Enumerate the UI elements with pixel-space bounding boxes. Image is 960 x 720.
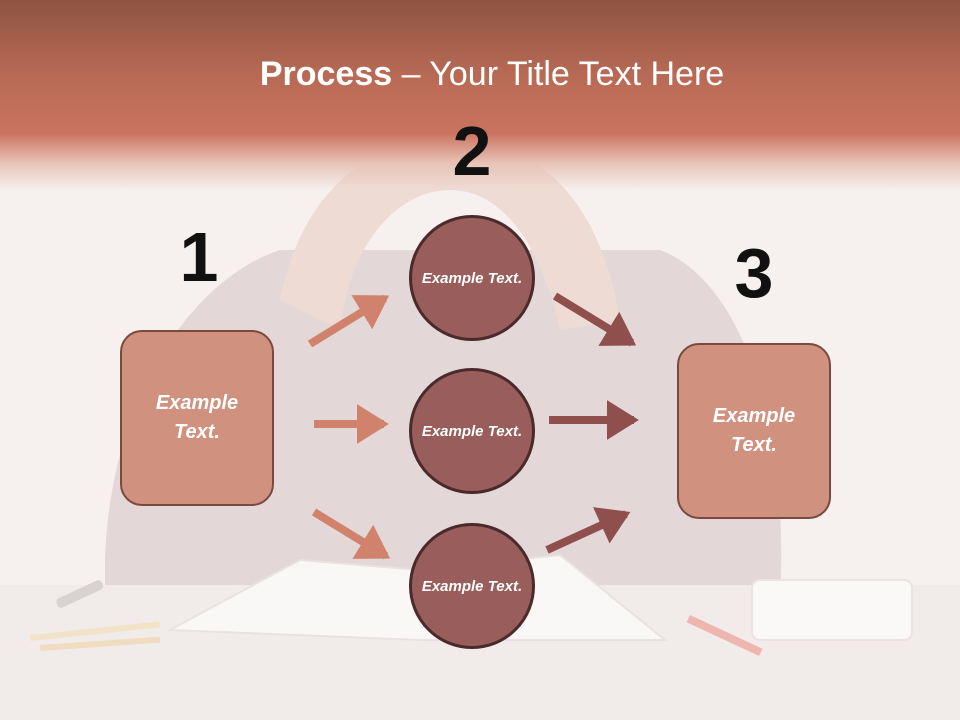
- step-number-1: 1: [179, 218, 219, 296]
- title-rest: – Your Title Text Here: [392, 55, 725, 93]
- arrow-box1-to-circle-top: [307, 294, 390, 348]
- slide-title: Process – Your Title Text Here: [0, 54, 960, 94]
- arrow-box1-to-circle-bottom: [311, 508, 391, 560]
- step1-box: Example Text.: [120, 330, 274, 506]
- arrow-circle-top-to-box3: [552, 292, 637, 347]
- header-band: [0, 0, 960, 190]
- title-bold: Process: [259, 55, 393, 93]
- step2-circle-bottom: Example Text.: [409, 523, 535, 649]
- step-number-3: 3: [734, 234, 774, 312]
- step3-box: Example Text.: [677, 343, 831, 519]
- arrow-circle-bottom-to-box3: [545, 507, 631, 554]
- step2-circle-top: Example Text.: [409, 215, 535, 341]
- step-number-2: 2: [452, 112, 492, 190]
- step2-circle-middle: Example Text.: [409, 368, 535, 494]
